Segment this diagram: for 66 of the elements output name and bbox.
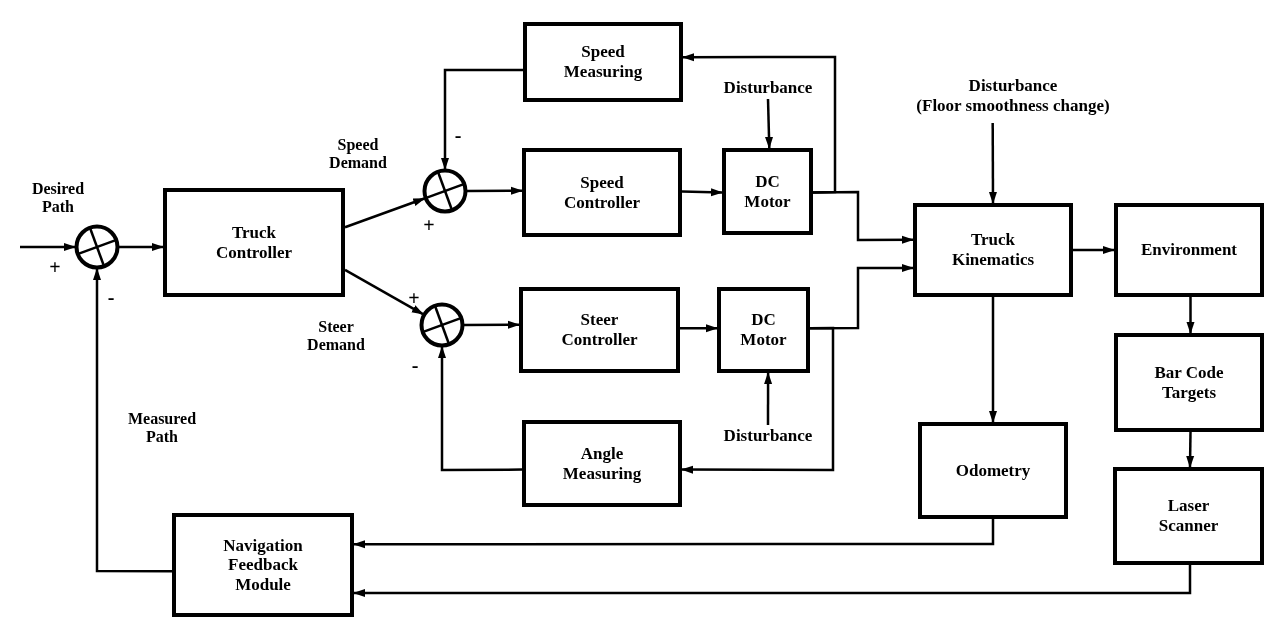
arrow (93, 268, 172, 573)
block-label: DC Motor (743, 171, 792, 212)
disturbance-label: (Floor smoothness change) (916, 95, 1110, 116)
block-label: Angle Measuring (561, 443, 643, 484)
process-box (913, 203, 1073, 297)
arrow (1186, 297, 1195, 334)
signal-label: Measured Path (126, 410, 198, 446)
block-label: Speed Controller (562, 172, 642, 213)
process-box (519, 287, 680, 373)
arrow (765, 98, 773, 149)
block-label: Odometry (955, 460, 1031, 481)
block-label: Bar Code Targets (1153, 362, 1225, 403)
signal-label: Steer Demand (306, 318, 366, 354)
process-box (1113, 467, 1264, 565)
process-box (722, 148, 813, 235)
arrow (353, 519, 995, 549)
summing-junction (74, 224, 120, 270)
signal-label: Speed Demand (328, 136, 388, 172)
block-label: Steer Controller (560, 310, 639, 350)
sign-label: - (410, 354, 420, 376)
sign-label: - (106, 286, 116, 308)
arrow (119, 242, 164, 251)
disturbance-label: Disturbance (723, 426, 813, 446)
arrow (988, 123, 997, 204)
arrow (467, 186, 523, 195)
arrow (438, 346, 522, 472)
arrow (764, 372, 773, 425)
arrow (464, 320, 520, 329)
process-box (522, 148, 682, 237)
disturbance-label: Disturbance (968, 75, 1058, 96)
arrow (353, 565, 1192, 598)
process-box (1114, 203, 1264, 297)
process-box (522, 420, 682, 507)
block-label: Speed Measuring (562, 42, 644, 82)
arrow (344, 268, 424, 316)
block-label: Truck Controller (214, 222, 294, 263)
arrow (441, 68, 523, 170)
block-label: Navigation Feedback Module (222, 535, 304, 595)
arrow (681, 326, 835, 474)
disturbance-label: Disturbance (723, 78, 813, 98)
sign-label: - (453, 124, 463, 146)
arrow (682, 53, 837, 194)
summing-junction (419, 302, 465, 348)
arrow (681, 188, 723, 197)
arrow (810, 263, 914, 330)
process-box (172, 513, 354, 617)
arrow (344, 197, 426, 229)
block-label: DC Motor (739, 310, 788, 350)
sign-label: + (422, 214, 436, 236)
process-box (717, 287, 810, 373)
block-label: Environment (1140, 240, 1237, 260)
process-box (523, 22, 683, 102)
process-box (918, 422, 1068, 519)
arrow (989, 297, 997, 423)
process-box (163, 188, 345, 297)
signal-label: Desired Path (30, 180, 86, 216)
arrow (20, 243, 76, 251)
arrow (680, 324, 718, 333)
process-box (1114, 333, 1264, 432)
arrow (1073, 246, 1115, 254)
sign-label: + (48, 256, 62, 278)
block-label: Truck Kinematics (950, 230, 1036, 270)
sign-label: + (407, 287, 421, 309)
summing-junction (422, 168, 468, 214)
block-label: Laser Scanner (1157, 496, 1220, 536)
arrow (1186, 432, 1195, 468)
